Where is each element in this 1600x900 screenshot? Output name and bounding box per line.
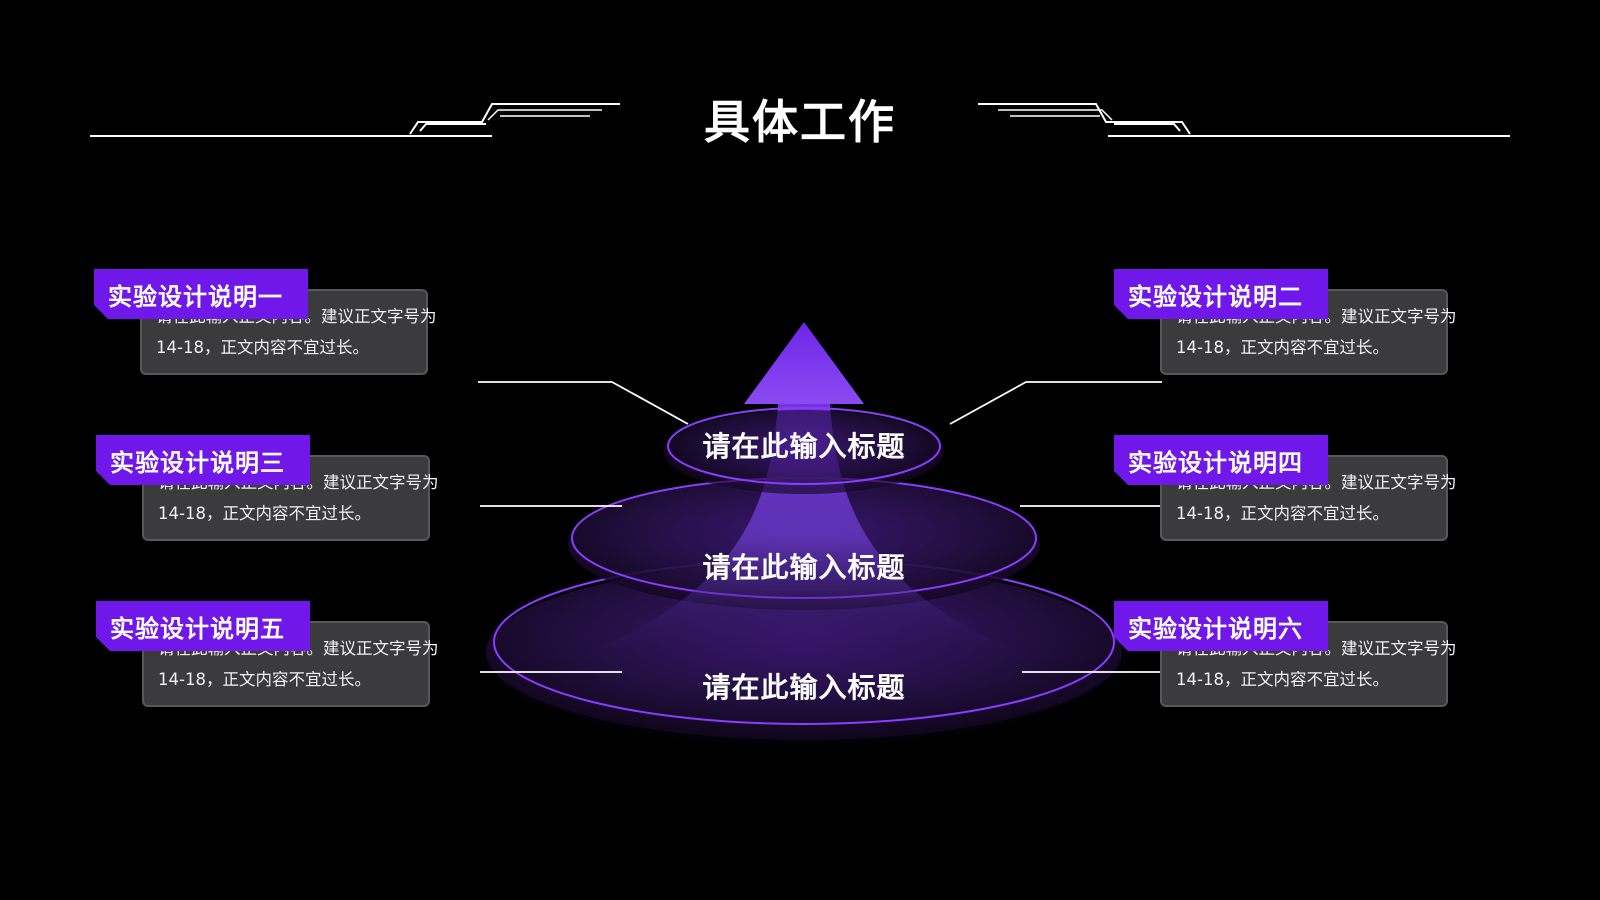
- card-tag: 实验设计说明三: [96, 435, 310, 485]
- card-experiment-4: 请在此输入正文内容。建议正文字号为14-18，正文内容不宜过长。 实验设计说明四: [1114, 435, 1457, 543]
- layer-disc-bottom: [486, 564, 1122, 740]
- layer-title-bottom: 请在此输入标题: [702, 671, 906, 704]
- card-tag: 实验设计说明四: [1114, 435, 1328, 485]
- connector-lines: [478, 381, 1162, 673]
- card-experiment-3: 请在此输入正文内容。建议正文字号为14-18，正文内容不宜过长。 实验设计说明三: [96, 435, 439, 543]
- arrow-up-icon: [744, 322, 864, 404]
- layer-title-middle: 请在此输入标题: [702, 551, 906, 584]
- card-experiment-6: 请在此输入正文内容。建议正文字号为14-18，正文内容不宜过长。 实验设计说明六: [1114, 601, 1457, 709]
- layer-title-top: 请在此输入标题: [702, 430, 906, 463]
- card-experiment-5: 请在此输入正文内容。建议正文字号为14-18，正文内容不宜过长。 实验设计说明五: [96, 601, 439, 709]
- card-experiment-1: 请在此输入正文内容。建议正文字号为14-18，正文内容不宜过长。 实验设计说明一: [94, 269, 437, 377]
- card-tag: 实验设计说明一: [94, 269, 308, 319]
- card-experiment-2: 请在此输入正文内容。建议正文字号为14-18，正文内容不宜过长。 实验设计说明二: [1114, 269, 1457, 377]
- card-tag: 实验设计说明五: [96, 601, 310, 651]
- layer-disc-top: [664, 410, 944, 494]
- card-tag: 实验设计说明六: [1114, 601, 1328, 651]
- page-title: 具体工作: [704, 95, 896, 149]
- arrow-beam: [598, 404, 1010, 648]
- card-tag: 实验设计说明二: [1114, 269, 1328, 319]
